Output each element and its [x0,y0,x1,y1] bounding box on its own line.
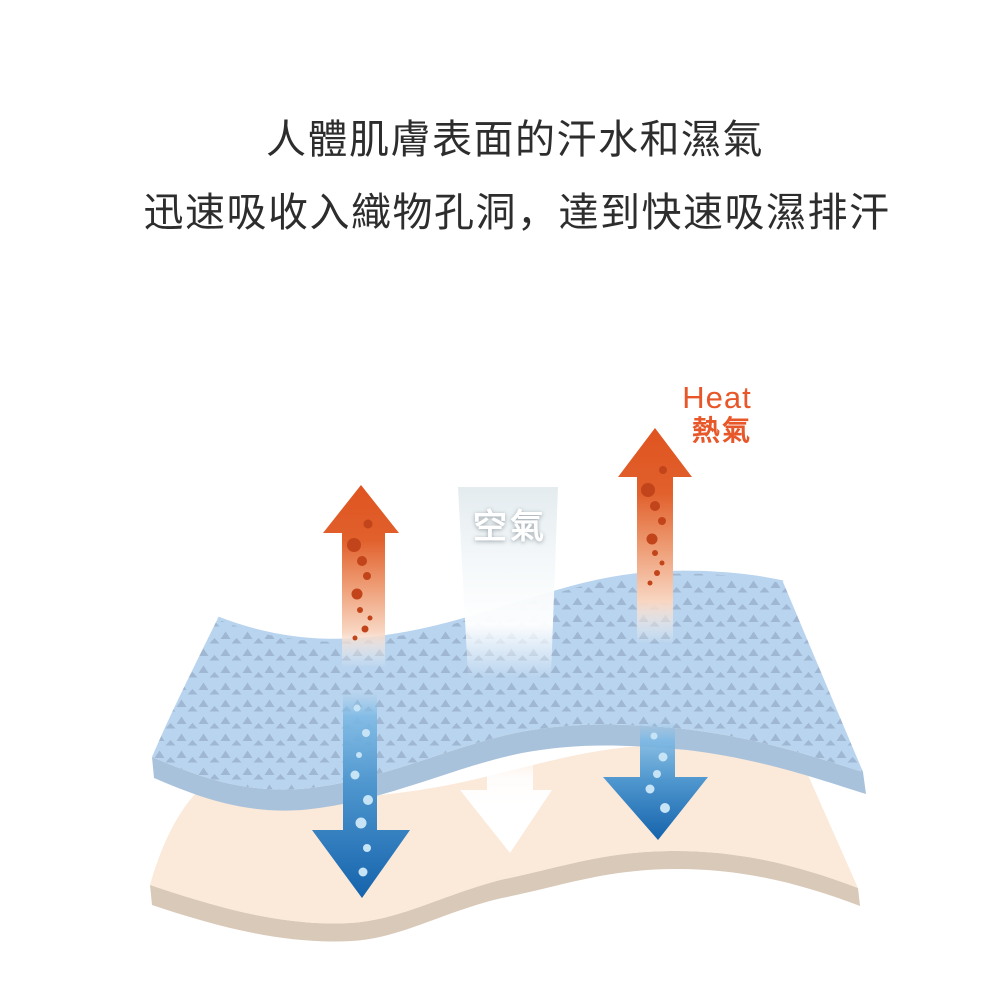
fabric-layer-face [152,572,863,790]
air-label-chinese: 空氣 [473,508,547,546]
air-down-arrow [460,748,552,853]
fabric-layer-edge [152,724,866,811]
heat-particles-right [641,466,667,586]
headline-line1: 人體肌膚表面的汗水和濕氣 [266,118,764,162]
moisture-down-arrow-left [312,692,410,898]
heat-label-chinese: 熱氣 [692,415,752,446]
heat-up-arrow-left [323,485,399,666]
air-down-beam [458,487,558,676]
heat-particles-left [347,519,373,641]
heat-up-arrow-right [618,428,692,642]
headline-line2: 迅速吸收入織物孔洞，達到快速吸濕排汗 [144,191,891,235]
skin-layer-edge [150,850,860,942]
moisture-droplets-right [645,732,670,813]
moisture-droplets-left [350,704,373,877]
heat-label-english: Heat [682,380,751,415]
moisture-down-arrow-right [603,722,708,840]
